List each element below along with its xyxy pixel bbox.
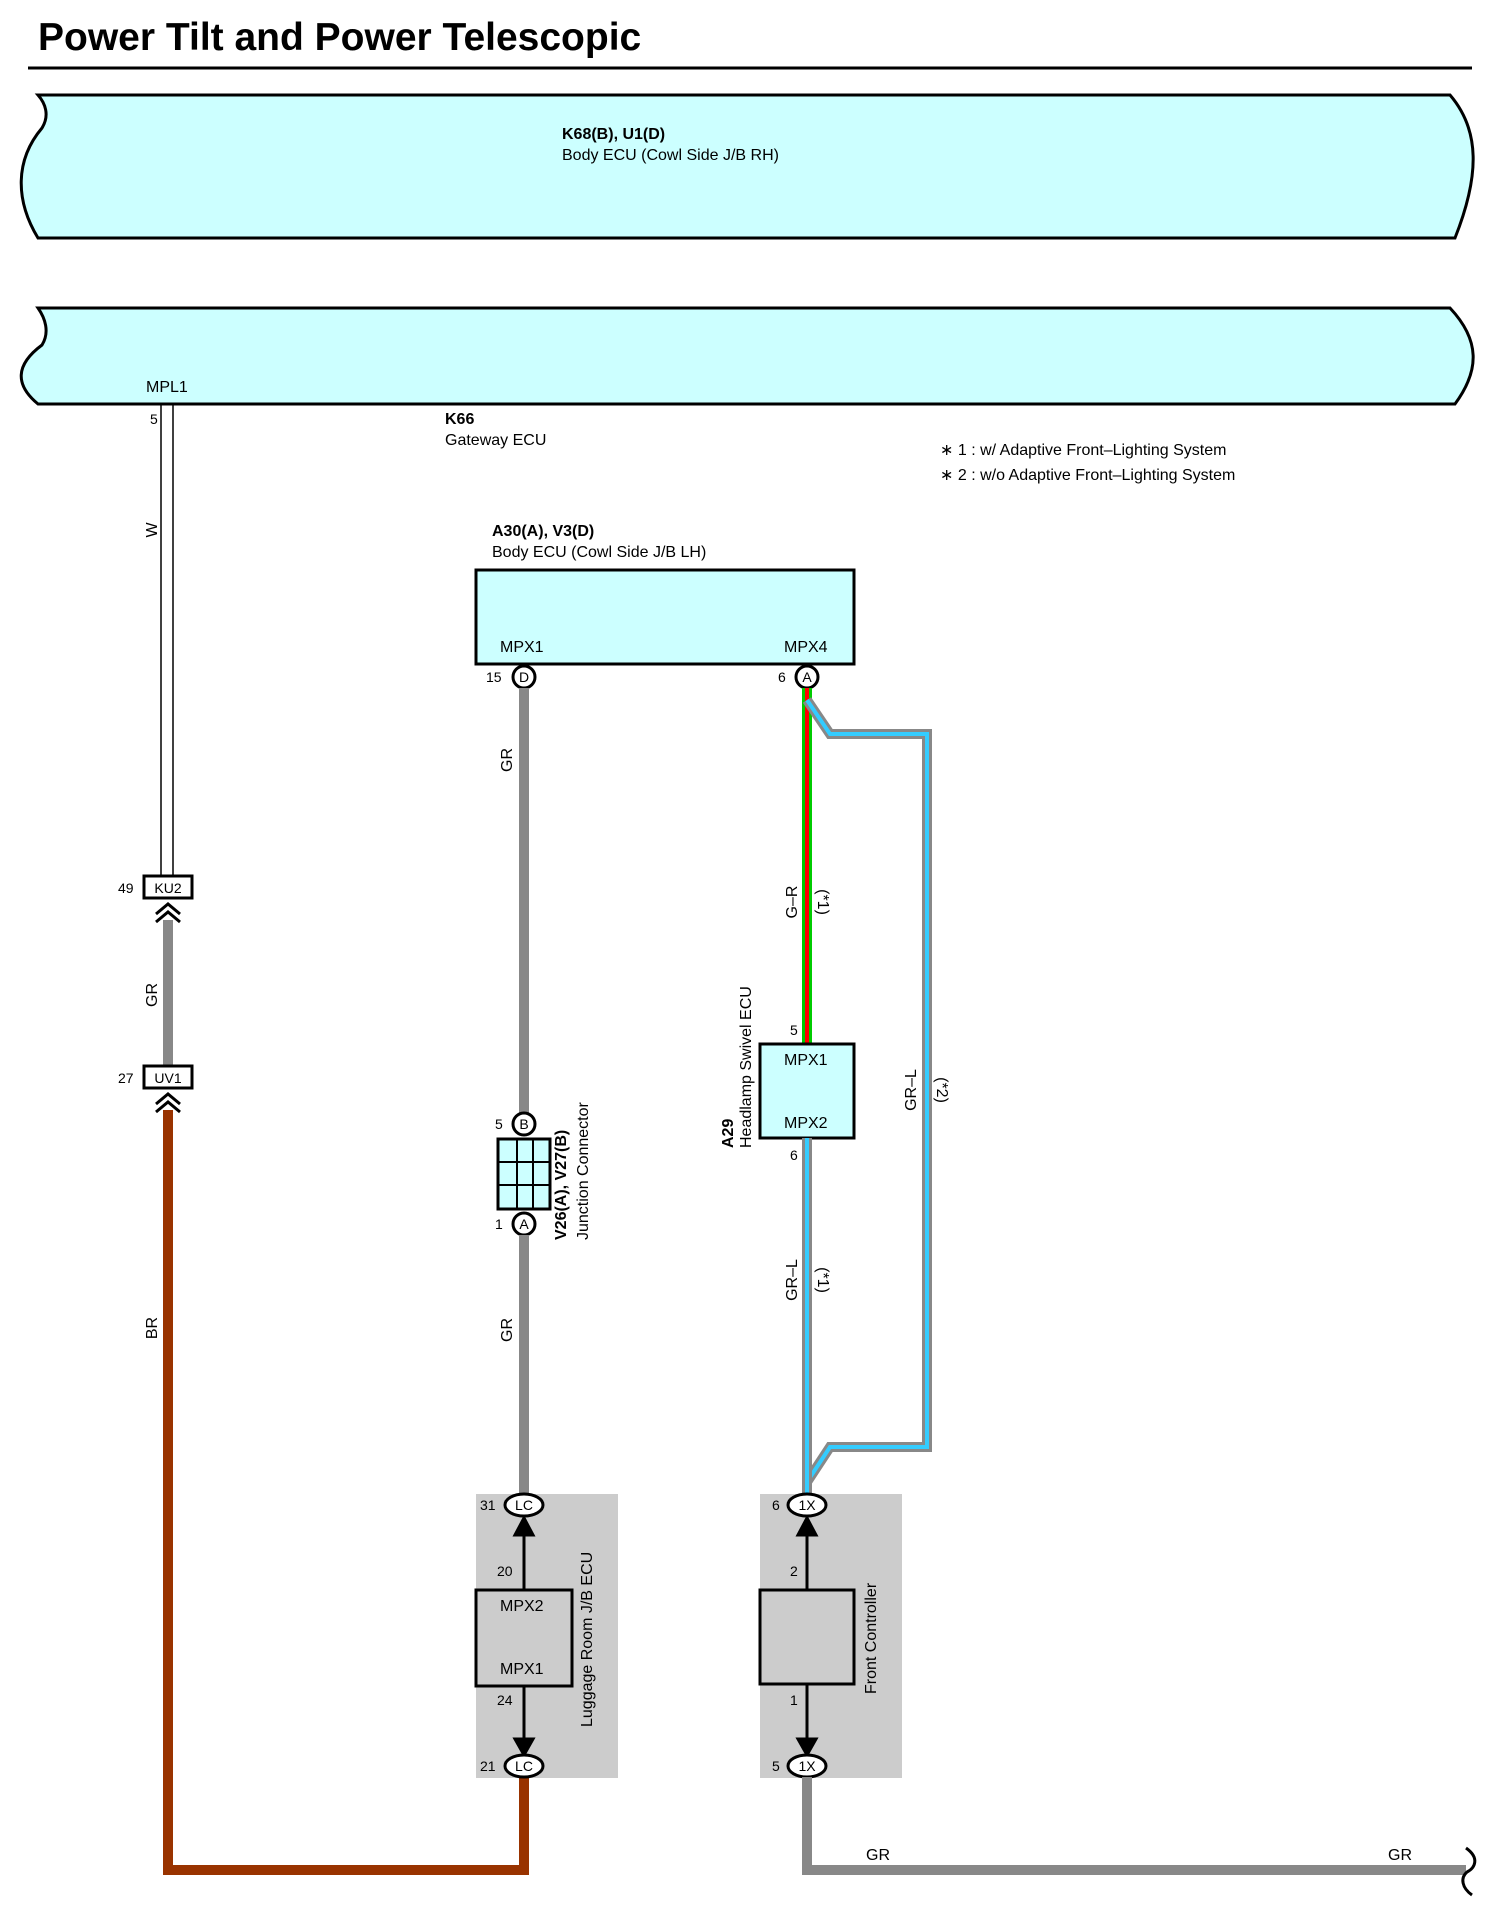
wire-label-gr-bottom-1: GR <box>866 1847 890 1864</box>
k66-code: K66 <box>445 411 474 428</box>
wire-label-gr-l-bypass-note: (*2) <box>933 1077 950 1103</box>
v26-code: V26(A), V27(B) <box>553 1130 570 1240</box>
wire-label-gr-l-a29: GR–L <box>784 1259 801 1301</box>
connector-ku2-label: KU2 <box>154 880 181 896</box>
a29-term-top: MPX1 <box>784 1052 828 1069</box>
a29-box <box>758 1042 856 1140</box>
front-up-arrow-icon <box>795 1514 819 1590</box>
wire-label-gr-lower: GR <box>499 1318 516 1342</box>
luggage-conn-top-pin: 31 <box>480 1497 496 1513</box>
connector-ku2-pin: 49 <box>118 880 134 896</box>
k66-name: Gateway ECU <box>445 432 546 449</box>
wire-br <box>163 1110 529 1875</box>
wire-label-gr-l-bypass: GR–L <box>903 1069 920 1111</box>
v26-conn-top: B <box>519 1116 528 1132</box>
front-conn-top-pin: 6 <box>772 1497 780 1513</box>
k66-pin: 5 <box>150 411 158 427</box>
connector-uv1-pin: 27 <box>118 1070 134 1086</box>
luggage-down-arrow-icon <box>512 1686 536 1759</box>
luggage-term-top: MPX2 <box>500 1598 544 1615</box>
wire-break-icon <box>1461 1846 1477 1897</box>
k68-name: Body ECU (Cowl Side J/B RH) <box>562 147 779 164</box>
luggage-pin-top: 20 <box>497 1563 513 1579</box>
luggage-conn-top-label: LC <box>515 1497 533 1513</box>
front-pin-bottom: 1 <box>790 1692 798 1708</box>
front-conn-bottom-label: 1X <box>798 1758 816 1774</box>
luggage-pin-bottom: 24 <box>497 1692 513 1708</box>
a30-conn-left: D <box>519 669 529 685</box>
wire-label-gr-bottom-2: GR <box>1388 1847 1412 1864</box>
v26-junction-block <box>496 1137 552 1211</box>
a30-conn-right: A <box>802 669 812 685</box>
wire-label-gr-l-a29-note: (*1) <box>814 1267 831 1293</box>
wire-label-g-r-note: (*1) <box>814 889 831 915</box>
uv1-arrow-icon <box>155 1092 181 1114</box>
front-pin-top: 2 <box>790 1563 798 1579</box>
note-2: ∗ 2 : w/o Adaptive Front–Lighting System <box>940 467 1235 484</box>
connector-ku2 <box>142 874 194 900</box>
a30-pin-left: 15 <box>486 669 502 685</box>
note-1: ∗ 1 : w/ Adaptive Front–Lighting System <box>940 442 1226 459</box>
a29-term-bottom: MPX2 <box>784 1115 828 1132</box>
v26-pin-b <box>511 1111 537 1137</box>
luggage-conn-bottom <box>503 1753 545 1779</box>
a30-box <box>474 568 856 666</box>
front-conn-top-label: 1X <box>798 1497 816 1513</box>
front-down-arrow-icon <box>795 1684 819 1759</box>
a29-code: A29 <box>720 1119 737 1148</box>
luggage-term-bottom: MPX1 <box>500 1661 544 1678</box>
front-controller-box <box>758 1588 856 1686</box>
luggage-name: Luggage Room J/B ECU <box>579 1552 596 1727</box>
a30-name: Body ECU (Cowl Side J/B LH) <box>492 544 706 561</box>
k68-panel <box>19 93 1475 240</box>
wire-label-w: W <box>144 522 161 538</box>
luggage-ecu-box <box>474 1588 574 1688</box>
k68-code: K68(B), U1(D) <box>562 126 665 143</box>
front-name: Front Controller <box>863 1582 880 1694</box>
a30-code: A30(A), V3(D) <box>492 523 594 540</box>
ku2-arrow-icon <box>155 902 181 924</box>
a30-pin-right: 6 <box>778 669 786 685</box>
luggage-conn-bottom-label: LC <box>515 1758 533 1774</box>
connector-uv1-label: UV1 <box>154 1070 181 1086</box>
front-conn-bottom-pin: 5 <box>772 1758 780 1774</box>
a29-pin-top: 5 <box>790 1022 798 1038</box>
luggage-up-arrow-icon <box>512 1514 536 1590</box>
wire-gr-l-bypass <box>802 697 932 1485</box>
v26-pin-bottom: 1 <box>495 1216 503 1232</box>
k66-panel <box>19 306 1475 406</box>
connector-uv1 <box>142 1064 194 1090</box>
k66-terminal: MPL1 <box>146 379 188 396</box>
wire-label-gr-short: GR <box>144 983 161 1007</box>
page-title: Power Tilt and Power Telescopic <box>38 16 642 59</box>
wire-label-gr-upper: GR <box>499 748 516 772</box>
a29-pin-bottom: 6 <box>790 1147 798 1163</box>
a29-name: Headlamp Swivel ECU <box>738 986 755 1148</box>
luggage-conn-bottom-pin: 21 <box>480 1758 496 1774</box>
a30-term-right: MPX4 <box>784 639 828 656</box>
v26-name: Junction Connector <box>575 1101 592 1240</box>
v26-pin-top: 5 <box>495 1116 503 1132</box>
wire-gr-bottom <box>802 1777 1466 1875</box>
wire-w <box>160 404 174 876</box>
v26-conn-bottom: A <box>519 1216 529 1232</box>
wire-label-br: BR <box>144 1317 161 1339</box>
a30-term-left: MPX1 <box>500 639 544 656</box>
wire-label-g-r: G–R <box>784 886 801 919</box>
